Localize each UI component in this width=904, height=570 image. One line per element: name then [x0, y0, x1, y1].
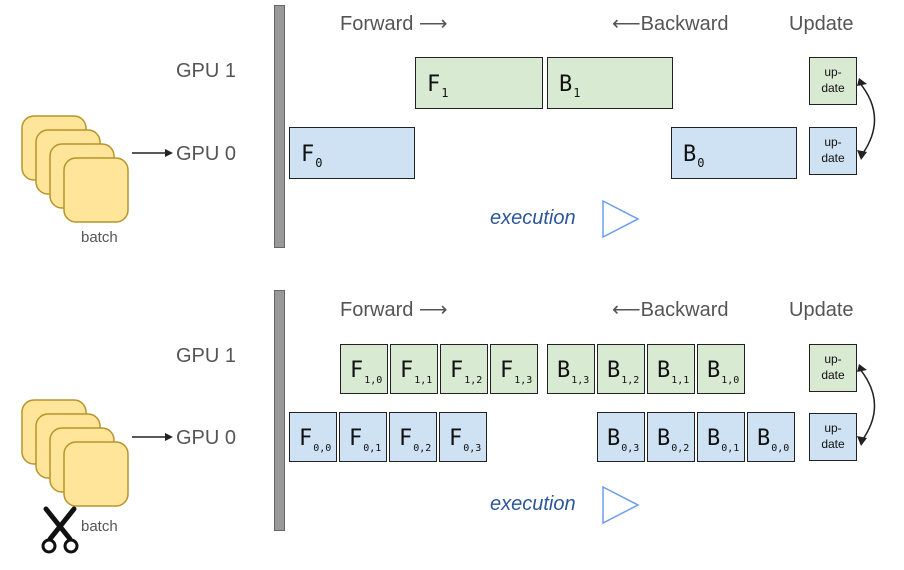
gpu1-label: GPU 1 — [176, 345, 237, 367]
forward-arrow-icon: ⟶ — [418, 299, 448, 321]
block-gpu1-backward: B1,3 — [547, 344, 595, 394]
block-gpu1-forward: F1 — [415, 57, 543, 109]
block-label: B1 — [559, 72, 581, 100]
block-gpu0-forward: F0,0 — [289, 412, 337, 462]
backward-header: ⟵Backward — [612, 298, 728, 322]
block-gpu1-backward: B1,1 — [647, 344, 695, 394]
block-label: F0,2 — [399, 426, 432, 454]
gpu1-label: GPU 1 — [176, 60, 237, 82]
block-label: F1,3 — [500, 358, 533, 386]
block-gpu1-forward: F1,2 — [440, 344, 488, 394]
divider-bar — [274, 5, 285, 248]
block-label: F0,1 — [349, 426, 382, 454]
block-gpu0-forward: F0,1 — [339, 412, 387, 462]
gpu0-label: GPU 0 — [176, 143, 237, 165]
backward-header-text: Backward — [640, 13, 729, 35]
block-gpu1-forward: F1,1 — [390, 344, 438, 394]
backward-arrow-icon: ⟵ — [612, 13, 641, 35]
block-label: B1,0 — [707, 358, 740, 386]
curved-arrow-icon — [857, 78, 876, 160]
block-label: B1,3 — [557, 358, 590, 386]
block-label: B0,2 — [657, 426, 690, 454]
forward-header: Forward ⟶ — [340, 12, 448, 36]
update-box-gpu0: up-date — [809, 127, 857, 175]
block-gpu0-backward: B0,1 — [697, 412, 745, 462]
update-header: Update — [789, 299, 854, 321]
forward-header-text: Forward — [340, 13, 414, 35]
execution-label: execution — [490, 207, 576, 229]
block-gpu0-backward: B0 — [671, 127, 797, 179]
block-gpu0-backward: B0,3 — [597, 412, 645, 462]
block-gpu0-forward: F0,2 — [389, 412, 437, 462]
update-box-gpu1: up-date — [809, 344, 857, 392]
block-label: B1,2 — [607, 358, 640, 386]
divider-bar — [274, 290, 285, 531]
block-label: B1,1 — [657, 358, 690, 386]
batch-label: batch — [81, 518, 118, 535]
backward-header-text: Backward — [640, 299, 729, 321]
update-box-gpu0: up-date — [809, 413, 857, 461]
block-gpu1-forward: F1,3 — [490, 344, 538, 394]
backward-arrow-icon: ⟵ — [612, 299, 641, 321]
block-label: F1,1 — [400, 358, 433, 386]
execution-triangle-icon — [602, 199, 640, 239]
block-gpu1-backward: B1,2 — [597, 344, 645, 394]
block-gpu1-forward: F1,0 — [340, 344, 388, 394]
update-box-gpu1: up-date — [809, 57, 857, 105]
block-gpu0-forward: F0,3 — [439, 412, 487, 462]
block-label: F1 — [427, 72, 449, 100]
scissors-icon — [41, 506, 79, 554]
block-label: B0,1 — [707, 426, 740, 454]
forward-header-text: Forward — [340, 299, 414, 321]
execution-triangle-icon — [602, 485, 640, 525]
curved-arrow-icon — [857, 364, 876, 446]
gpu0-label: GPU 0 — [176, 427, 237, 449]
backward-header: ⟵Backward — [612, 12, 728, 36]
block-label: F1,2 — [450, 358, 483, 386]
batch-stack-icon — [21, 399, 173, 507]
block-gpu0-backward: B0,0 — [747, 412, 795, 462]
forward-header: Forward ⟶ — [340, 298, 448, 322]
update-header: Update — [789, 13, 854, 35]
batch-label: batch — [81, 229, 118, 246]
block-label: F0 — [301, 142, 323, 170]
block-gpu0-forward: F0 — [289, 127, 415, 179]
block-label: F1,0 — [350, 358, 383, 386]
block-label: B0,3 — [607, 426, 640, 454]
block-label: B0 — [683, 142, 705, 170]
execution-label: execution — [490, 493, 576, 515]
batch-stack-icon — [21, 115, 173, 223]
block-label: B0,0 — [757, 426, 790, 454]
block-gpu0-backward: B0,2 — [647, 412, 695, 462]
block-gpu1-backward: B1 — [547, 57, 673, 109]
block-gpu1-backward: B1,0 — [697, 344, 745, 394]
block-label: F0,3 — [449, 426, 482, 454]
block-label: F0,0 — [299, 426, 332, 454]
forward-arrow-icon: ⟶ — [418, 13, 448, 35]
